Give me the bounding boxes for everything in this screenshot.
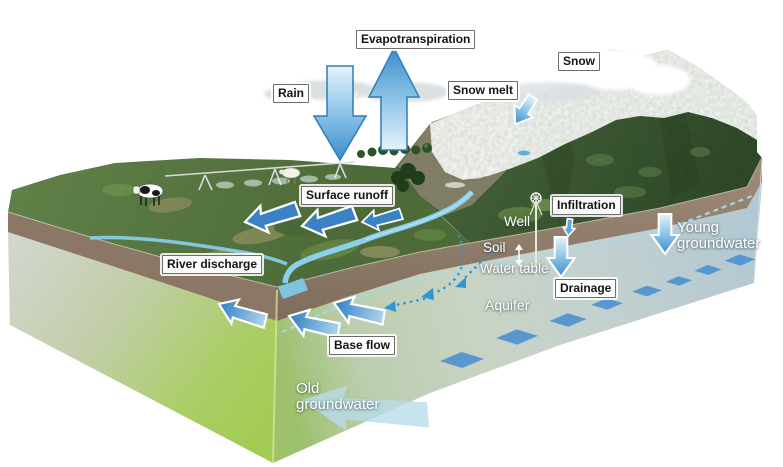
label-infiltration: Infiltration [552, 196, 621, 215]
dotted-arrowheads [384, 277, 466, 312]
cow [132, 183, 164, 206]
label-young-groundwater: Young groundwater [677, 219, 761, 252]
label-drainage: Drainage [555, 279, 617, 298]
label-evapotranspiration: Evapotranspiration [356, 30, 476, 49]
trees [391, 163, 425, 192]
label-base-flow: Base flow [329, 336, 396, 355]
label-water-table: Water table [480, 261, 549, 276]
label-surface-runoff: Surface runoff [301, 186, 394, 205]
label-aquifer: Aquifer [485, 297, 530, 313]
rain-arrow [312, 65, 368, 162]
river-exit-face [278, 278, 308, 299]
sheep [279, 167, 301, 184]
sprinkler-spray [216, 174, 341, 189]
label-soil: Soil [483, 240, 506, 255]
irrigation-pivot [164, 161, 356, 191]
evapotranspiration-arrow [367, 46, 421, 151]
label-snow: Snow [558, 52, 600, 71]
label-well: Well [504, 214, 531, 229]
label-old-groundwater: Old groundwater [296, 380, 380, 413]
well-windmill [529, 192, 543, 276]
left-face-soil-band [8, 212, 277, 321]
water-table-range-icon [515, 244, 523, 266]
label-rain: Rain [273, 84, 310, 103]
label-snow-melt: Snow melt [448, 81, 519, 100]
label-river-discharge: River discharge [162, 255, 263, 274]
losing-stream-dotted-arrows [394, 234, 498, 307]
soil-layer [277, 157, 762, 321]
